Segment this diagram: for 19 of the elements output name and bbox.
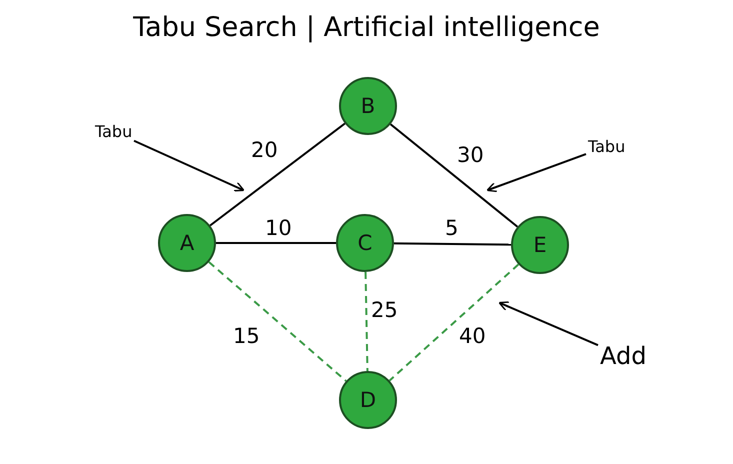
graph-node: D bbox=[339, 371, 397, 429]
graph-edge bbox=[390, 123, 518, 228]
annotation-text: Tabu bbox=[95, 122, 132, 141]
graph-node: B bbox=[339, 77, 397, 135]
graph-edge bbox=[210, 122, 346, 226]
graph-node: A bbox=[158, 214, 216, 272]
graph-node: C bbox=[336, 214, 394, 272]
graph-edge bbox=[394, 242, 512, 246]
annotation-text: Add bbox=[600, 342, 646, 370]
dashed-edge bbox=[208, 261, 347, 382]
leader-arrow bbox=[498, 301, 598, 346]
dashed-edge bbox=[388, 264, 520, 382]
annotation-text: Tabu bbox=[588, 137, 626, 156]
graph-node: E bbox=[511, 216, 569, 274]
leader-arrow bbox=[134, 140, 245, 192]
graph-edge bbox=[216, 242, 336, 244]
title: Tabu Search | Artificial intelligence bbox=[133, 14, 600, 41]
leader-arrow bbox=[486, 153, 586, 192]
dashed-edge bbox=[364, 272, 368, 372]
